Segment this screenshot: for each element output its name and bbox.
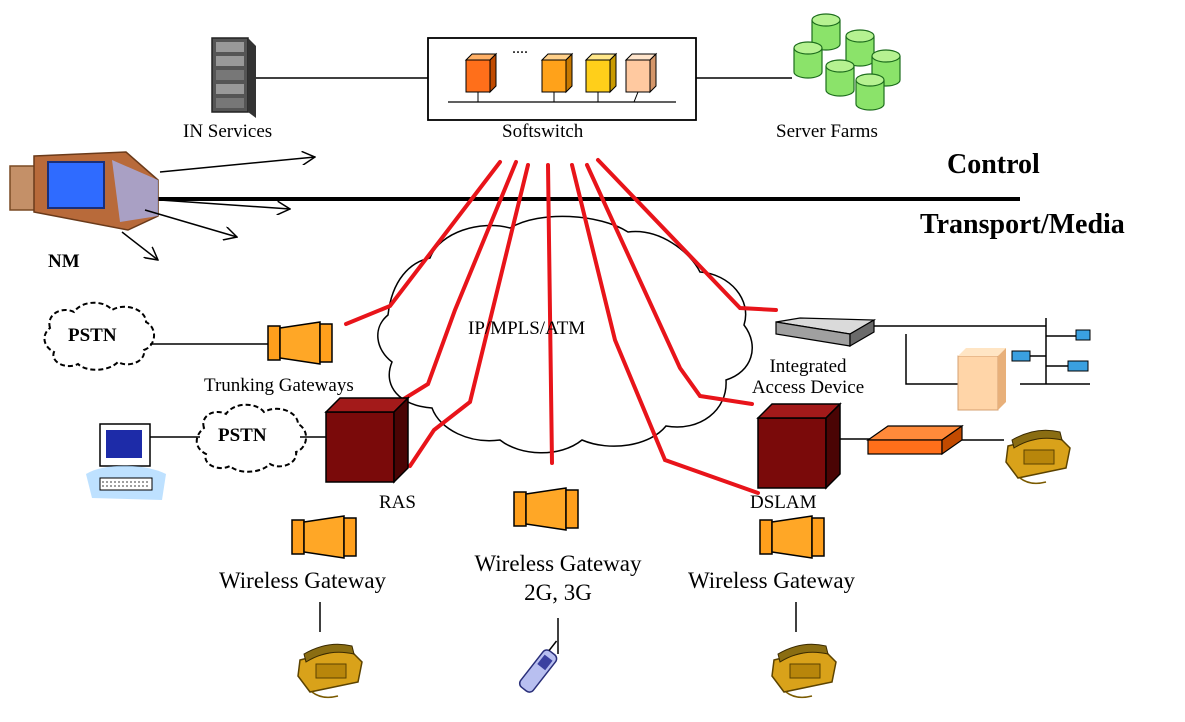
- lan-segment: [1020, 318, 1090, 385]
- iad-label-line: Access Device: [751, 376, 865, 398]
- control-layer-label: Control: [947, 149, 1040, 180]
- switch-module-icon: [464, 52, 498, 94]
- dslam-box-icon: [756, 402, 842, 490]
- ras-box-icon: [324, 396, 410, 484]
- server-farms-label: Server Farms: [776, 121, 878, 142]
- gateway-icon: [291, 515, 357, 559]
- wireless-gateway-label: Wireless Gateway: [219, 568, 387, 593]
- iad-device-icon: [775, 317, 877, 348]
- telephone-icon: [1005, 429, 1071, 485]
- softswitch-box: [427, 37, 697, 121]
- lan-host-icon: [1011, 329, 1091, 372]
- pstn-label: PSTN: [68, 325, 117, 346]
- telephone-icon: [297, 643, 363, 699]
- cell-phone-icon: [518, 640, 558, 693]
- server-farm-icon: [793, 13, 901, 111]
- switch-module-icon: [584, 52, 618, 94]
- server-tower-icon: [957, 348, 1006, 411]
- pstn-label: PSTN: [218, 425, 267, 446]
- ip-cloud-label: IP/MPLS/ATM: [468, 318, 586, 339]
- wireless-gateway-label: Wireless Gateway 2G, 3G: [446, 550, 670, 608]
- iad-label: Integrated Access Device: [736, 356, 880, 399]
- gateway-icon: [759, 515, 825, 559]
- softswitch-ellipsis: ....: [512, 40, 528, 57]
- dslam-label: DSLAM: [750, 492, 817, 513]
- softswitch-label: Softswitch: [502, 121, 584, 142]
- modem-icon: [866, 424, 964, 456]
- computer-icon: [86, 423, 166, 500]
- pstn-cloud-icon: [195, 403, 307, 473]
- in-services-label: IN Services: [183, 121, 273, 142]
- nm-label: NM: [48, 251, 80, 272]
- gateway-icon: [513, 487, 579, 531]
- ras-label: RAS: [379, 492, 416, 513]
- trunking-gateways-label: Trunking Gateways: [204, 375, 354, 396]
- wireless-gateway-label: Wireless Gateway: [688, 568, 856, 593]
- pstn-cloud-icon: [43, 301, 155, 371]
- transport-media-layer-label: Transport/Media: [920, 209, 1125, 240]
- telephone-icon: [771, 643, 837, 699]
- wireless-gateway-label-line: 2G, 3G: [524, 579, 592, 605]
- server-rack-icon: [211, 37, 256, 118]
- switch-module-icon: [540, 52, 574, 94]
- iad-label-line: Integrated: [769, 356, 847, 377]
- computer-icon: [9, 151, 159, 231]
- wireless-gateway-label-line: Wireless Gateway: [474, 551, 642, 576]
- gateway-icon: [267, 321, 333, 365]
- signaling-links: [344, 158, 778, 495]
- switch-module-icon: [624, 52, 658, 94]
